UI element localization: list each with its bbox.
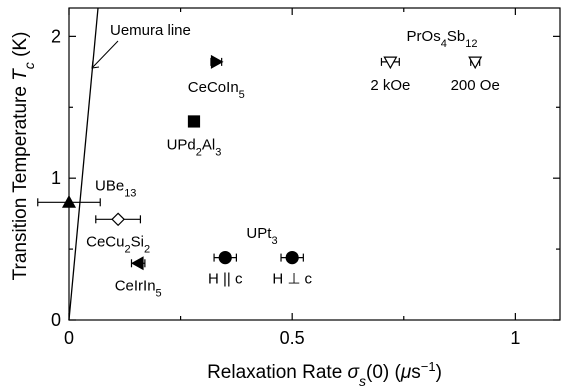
pros4sb12-200-oe-point: [468, 56, 483, 70]
uemura-line-group: Uemura line: [68, 7, 191, 321]
y-tick-label: 0: [51, 310, 61, 330]
pros4sb12-2-koe-point: [380, 56, 400, 70]
upt3-h-c-label: H ⊥ c: [272, 271, 312, 288]
x-tick-label: 0.5: [280, 328, 305, 348]
cecu2si2-label: CeCu2Si2: [86, 233, 150, 255]
x-axis-label: Relaxation Rate σs(0) (μs−1): [207, 359, 442, 389]
cecoin5-point: [210, 54, 224, 69]
upt3-h-c-marker: [285, 251, 299, 265]
pros4sb12-200-oe-label: 200 Oe: [451, 77, 500, 94]
upt3-h-c-point: [280, 251, 304, 265]
cecoin5-label: CeCoIn5: [188, 79, 245, 101]
cecu2si2-marker: [111, 212, 125, 227]
uemura-line-label: Uemura line: [110, 22, 191, 39]
pros4sb12-2-koe-marker: [383, 56, 398, 70]
upt3-h-c-label: H || c: [208, 271, 243, 288]
ceirin5-marker: [130, 256, 144, 271]
axis-ticks: 0 0.5 1 0 1 2: [51, 8, 560, 348]
pros4sb12-group-label: PrOs4Sb12: [407, 28, 478, 50]
pros4sb12-2-koe-label: 2 kOe: [370, 77, 410, 94]
ceirin5-point: [130, 256, 146, 271]
y-tick-label: 2: [51, 26, 61, 46]
plot-frame: [68, 7, 561, 321]
x-tick-label: 1: [510, 328, 520, 348]
ceirin5-label: CeIrIn5: [115, 277, 162, 299]
upd2al3-marker: [187, 115, 201, 128]
y-axis-label: Transition Temperature Tc (K): [10, 32, 37, 281]
ube13-marker: [61, 195, 77, 208]
upt3-h-c-point: [213, 251, 237, 265]
cecu2si2-point: [95, 212, 142, 227]
upd2al3-point: [187, 115, 201, 128]
uemura-arrow: [91, 40, 119, 69]
data-points: [37, 54, 483, 271]
upt3-group-label: UPt3: [246, 225, 277, 247]
upt3-h-c-marker: [218, 251, 232, 265]
ube13-point: [37, 195, 101, 208]
pros4sb12-200-oe-marker: [468, 56, 483, 70]
y-tick-label: 1: [51, 168, 61, 188]
upd2al3-label: UPd2Al3: [167, 136, 222, 158]
cecoin5-marker: [210, 54, 224, 69]
x-tick-label: 0: [64, 328, 74, 348]
ube13-label: UBe13: [95, 177, 136, 199]
uemura-arrow-head: [91, 59, 100, 69]
uemura-line: [68, 7, 99, 321]
